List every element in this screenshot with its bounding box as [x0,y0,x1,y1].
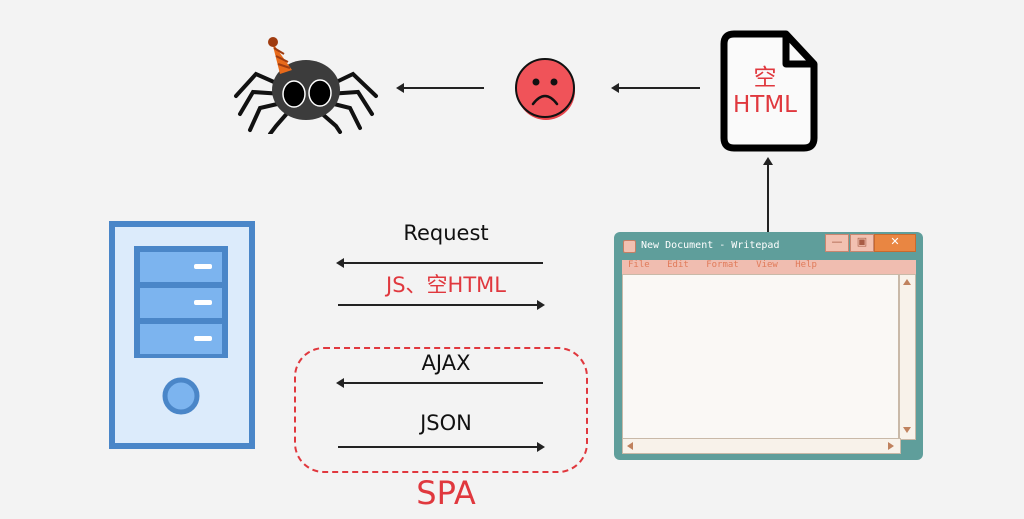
menu-view[interactable]: View [756,260,778,270]
scroll-left-icon[interactable] [627,442,633,450]
menu-file[interactable]: File [628,260,650,270]
writepad-window: New Document - Writepad — ▣ ✕ File Edit … [614,232,923,460]
app-icon [623,240,636,253]
minimize-button[interactable]: — [825,234,849,252]
server-icon [109,221,255,449]
scroll-up-icon[interactable] [903,279,911,285]
response-label: JS、空HTML [386,273,506,297]
close-button[interactable]: ✕ [874,234,916,252]
scroll-down-icon[interactable] [903,427,911,433]
window-title: New Document - Writepad [641,240,780,251]
sad-face-icon [515,58,575,120]
request-label: Request [403,221,489,245]
ajax-arrow [336,378,543,388]
response-arrow [338,300,545,310]
json-label: JSON [420,411,472,435]
document-icon [720,30,818,152]
scroll-right-icon[interactable] [888,442,894,450]
spa-label: SPA [416,474,476,512]
document-label-html: HTML [732,92,797,118]
menu-edit[interactable]: Edit [667,260,689,270]
menu-format[interactable]: Format [706,260,739,270]
vertical-scrollbar[interactable] [899,274,916,440]
ajax-label: AJAX [421,351,471,375]
spider-crawler-icon [234,37,378,134]
horizontal-scrollbar[interactable] [622,438,901,454]
arrow-to-spider [396,83,484,93]
text-area[interactable] [622,274,899,440]
maximize-button[interactable]: ▣ [850,234,874,252]
arrow-to-sad-face [611,83,700,93]
request-arrow [336,258,543,268]
menu-help[interactable]: Help [795,260,817,270]
arrow-window-to-document [763,157,773,233]
document-label-empty: 空 [753,65,777,91]
spa-group-box [294,347,588,473]
json-arrow [338,442,545,452]
menu-bar: File Edit Format View Help [622,260,916,274]
